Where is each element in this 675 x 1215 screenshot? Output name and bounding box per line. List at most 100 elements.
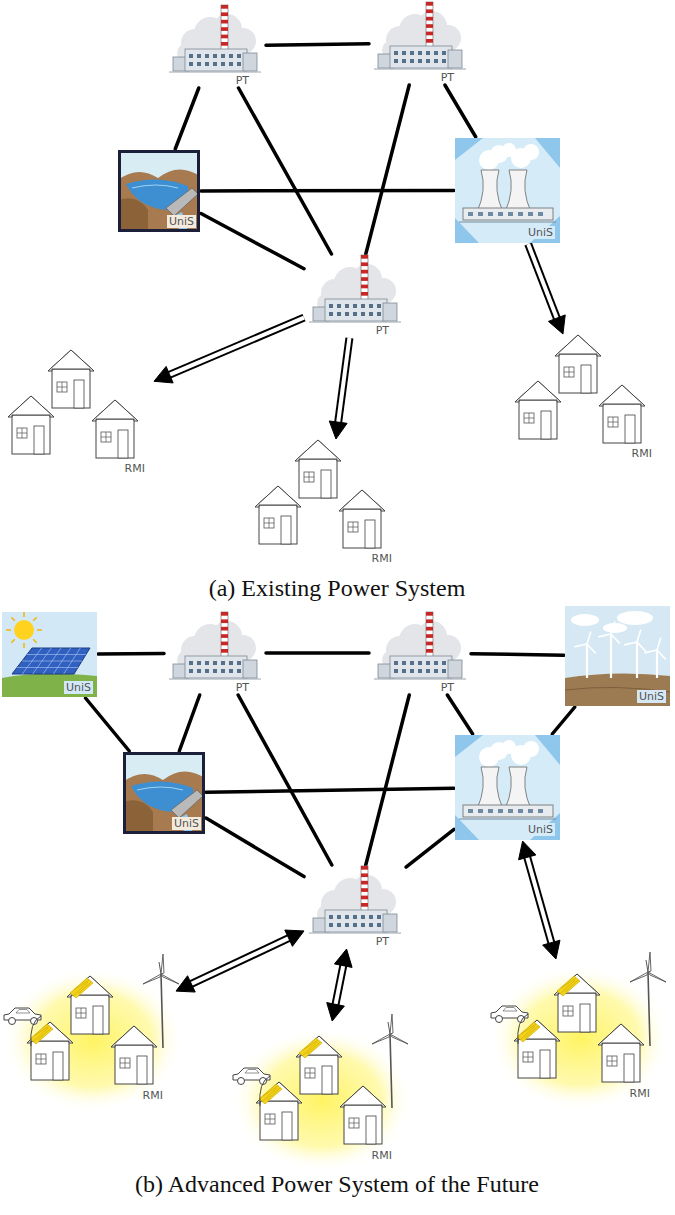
house-group-icon-part-part: [48, 350, 94, 371]
label-holder: UniS: [637, 690, 666, 703]
smart-house-group-icon-part-part: [523, 1052, 533, 1062]
solar-panel-icon-part: [2, 673, 97, 697]
station-label: UniS: [526, 823, 555, 836]
smart-house-group-icon-part-part: [554, 974, 600, 995]
house-group-icon-part-part: [348, 522, 358, 532]
smart-house-group-icon-part-part: [563, 1006, 573, 1016]
house-group-icon-part-part: [96, 419, 134, 458]
grid-line-stroke: [266, 44, 369, 46]
power-plant-icon-part: [426, 51, 430, 55]
smart-house-group-icon-part-part: [93, 1006, 103, 1034]
power-plant-icon-part: [390, 46, 452, 68]
station-label: UniS: [637, 690, 666, 703]
smart-house-group-icon-part-part: [265, 1114, 275, 1124]
power-plant-icon-part: [243, 53, 257, 71]
power-plant-icon-part: [361, 255, 368, 259]
power-plant-icon-part: [410, 59, 414, 63]
hydro-dam-icon-part: [123, 800, 153, 834]
house-group-icon-part-part: [304, 472, 314, 482]
house-group-icon-part: [255, 486, 301, 544]
wind-farm-icon-part: [657, 638, 661, 650]
grid-line: [201, 214, 304, 269]
nuclear-plant-icon-part: [488, 809, 493, 813]
power-plant-icon-part: [189, 62, 193, 66]
hydro-dam-icon-part: [123, 752, 205, 834]
station-label: PT: [234, 681, 251, 694]
smart-house-group-icon-part: [390, 1034, 408, 1044]
power-plant-icon-part: [353, 312, 357, 316]
smart-house-group-icon-part-part: [259, 1084, 282, 1104]
power-plant-icon: [374, 2, 466, 69]
power-plant-icon-part: [442, 59, 446, 63]
grid-line: [201, 190, 454, 191]
smart-house-group-icon: [3, 954, 183, 1112]
smart-house-group-icon-part-part: [27, 1022, 73, 1043]
house-group-icon-part-part: [555, 335, 601, 356]
hydro-dam-icon-part: [137, 787, 183, 790]
power-plant-icon-part: [426, 39, 433, 43]
smart-house-group-icon-part-part: [256, 1082, 302, 1103]
solar-panel-icon-part: [11, 639, 15, 643]
power-plant-icon-part: [410, 661, 414, 665]
power-flow-arrow: [329, 338, 349, 439]
power-plant-icon-part: [169, 679, 261, 680]
nuclear-plant-icon-part: [488, 212, 493, 216]
residential-cluster-node: RMI: [232, 1022, 404, 1162]
power-plant-icon-part: [309, 933, 401, 934]
power-plant-icon-part: [197, 669, 201, 673]
smart-house-group-icon-part: [630, 972, 648, 982]
grid-line-stroke: [406, 829, 454, 867]
smart-house-group-icon-part-part: [300, 1055, 338, 1094]
grid-line: [206, 818, 304, 876]
power-plant-icon-part: [237, 62, 241, 66]
power-plant-icon-part: [418, 51, 422, 55]
grid-line: [238, 695, 332, 865]
power-plant-icon-part: [361, 923, 365, 927]
house-group-icon-part-part: [259, 505, 297, 544]
solar-panel-icon-part: [43, 648, 61, 674]
label-holder: RMI: [370, 1149, 394, 1162]
power-plant-icon-part: [402, 59, 406, 63]
nuclear-plant-icon-part: [538, 809, 543, 813]
power-plant-icon-part: [361, 866, 368, 870]
smart-house-group-icon-part-part: [71, 995, 109, 1034]
solar-panel-icon-part: [64, 648, 81, 674]
power-plant-icon-part: [221, 612, 228, 616]
smart-house-group-icon-part-part: [514, 1020, 560, 1041]
smart-house-group-icon-part-part: [31, 1041, 69, 1080]
wind-farm-icon-part: [586, 644, 588, 678]
power-plant-icon-part: [229, 54, 233, 58]
residential-cluster-node: RMI: [3, 962, 175, 1102]
power-plant-icon-part: [402, 661, 406, 665]
nuclear-plant-icon-part: [505, 767, 531, 809]
house-group-icon-part-part: [599, 385, 645, 406]
hydro-dam-icon-part: [120, 152, 199, 231]
grid-line-stroke: [201, 189, 454, 193]
power-plant-icon-part: [426, 59, 430, 63]
smart-house-group-icon-part-part: [602, 1043, 640, 1082]
house-group-icon-part-part: [304, 472, 314, 482]
house-group-icon-part-part: [564, 367, 574, 377]
smart-house-group-icon-part: [340, 1086, 386, 1144]
wind-farm-icon-part: [574, 644, 587, 647]
power-flow-arrow: [327, 949, 352, 1021]
house-group-icon-part-part: [608, 417, 618, 427]
arrow-shaft-outline: [528, 244, 558, 321]
power-flow-arrow: [176, 930, 304, 992]
power-plant-icon-part: [197, 62, 201, 66]
smart-house-group-icon-part: [161, 974, 179, 984]
smart-house-group-icon-part-part: [607, 1056, 617, 1066]
smart-house-group-icon-part: [491, 1006, 528, 1023]
power-plant-icon-part: [243, 660, 257, 678]
grid-line-stroke: [175, 88, 199, 149]
house-group-icon-part-part: [343, 509, 381, 548]
wind-farm-icon-part: [636, 642, 638, 678]
smart-house-group-icon-part-part: [624, 1054, 634, 1082]
house-group-icon-part-part: [48, 350, 94, 371]
nuclear-plant-icon-part: [478, 212, 483, 216]
solar-panel-icon-part: [12, 648, 90, 674]
power-plant-icon-part: [237, 661, 241, 665]
smart-house-group-icon-part: [648, 972, 650, 1046]
power-plant-icon-part: [426, 32, 433, 36]
smart-house-group-icon-part-part: [305, 1068, 315, 1078]
